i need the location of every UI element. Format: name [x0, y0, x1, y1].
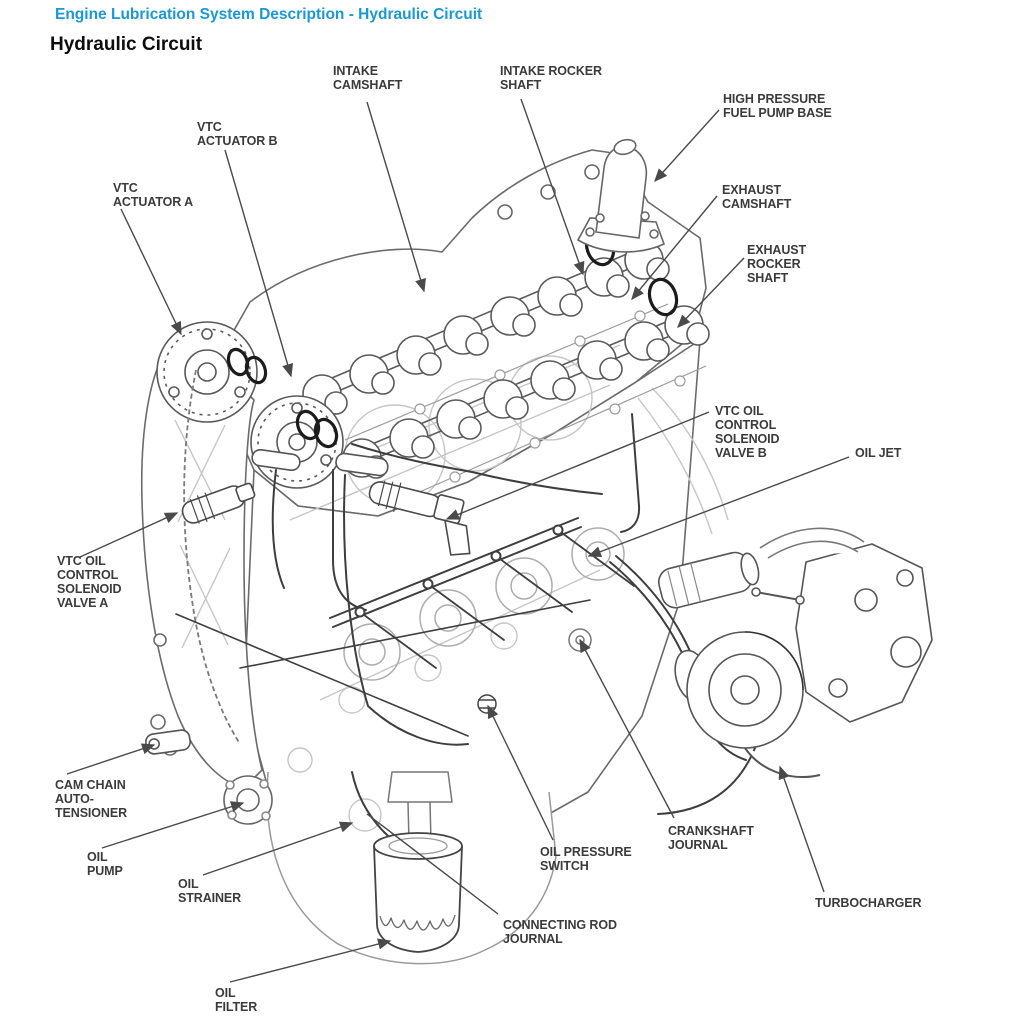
oil-pressure-switch-drawing: [477, 694, 497, 714]
cam-chain-drawing: [183, 369, 241, 745]
camshafts-drawing: [302, 240, 710, 506]
o-rings-drawing: [226, 227, 679, 449]
vtc-solenoid-valve-a-drawing: [181, 482, 256, 524]
oil-pipes-drawing: [175, 413, 759, 867]
vtc-solenoid-valve-b-drawing: [368, 480, 471, 556]
turbocharger-drawing: [657, 527, 933, 778]
cylinder-head-drawing: [215, 149, 707, 517]
ghost-details: [174, 344, 729, 832]
fuel-pump-base-drawing: [497, 138, 666, 253]
crankshaft-journal-target-drawing: [568, 628, 592, 652]
oil-pump-drawing: [223, 775, 273, 825]
callout-oil-jet: OIL JET: [855, 446, 902, 460]
chain-case-drawing: [140, 340, 263, 789]
oil-filter-drawing: [373, 771, 463, 953]
cam-chain-tensioner-drawing: [145, 729, 191, 755]
banjo-fittings-drawing: [251, 448, 389, 477]
page-title: Hydraulic Circuit: [50, 34, 203, 55]
vtc-actuators-drawing: [156, 321, 344, 489]
engine-block-drawing: [243, 339, 701, 863]
crank-journals-ghost: [343, 527, 625, 681]
breadcrumb-link[interactable]: Engine Lubrication System Description - …: [55, 6, 483, 23]
callout-turbocharger: TURBOCHARGER: [815, 896, 922, 910]
